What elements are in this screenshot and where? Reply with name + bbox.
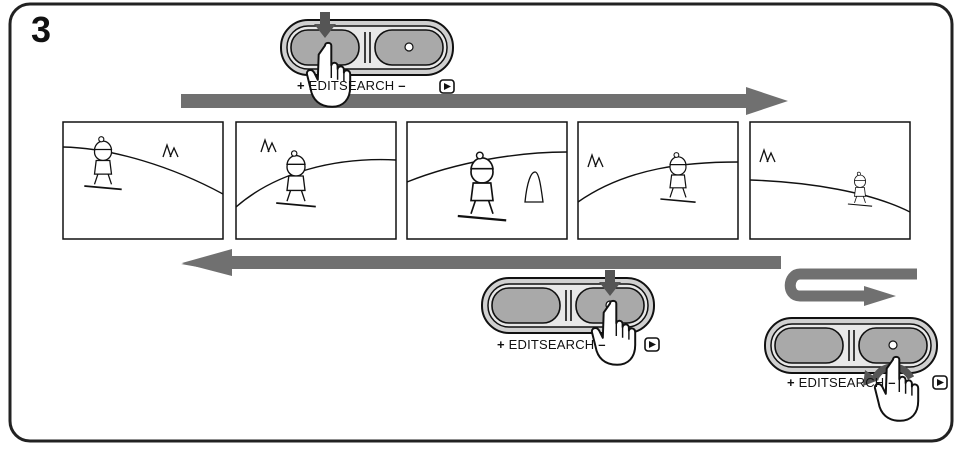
outer-border bbox=[8, 2, 954, 443]
arrow-left bbox=[181, 249, 781, 276]
minus-sign: – bbox=[888, 375, 896, 390]
skier-figure bbox=[457, 151, 507, 222]
skier-figure bbox=[847, 171, 873, 207]
switch-label-1: + EDITSEARCH – bbox=[297, 78, 406, 93]
search-plus-button[interactable] bbox=[491, 287, 561, 324]
arrow-right bbox=[181, 87, 788, 115]
switch-divider bbox=[364, 32, 371, 63]
tree-icon bbox=[524, 171, 544, 203]
film-frame bbox=[62, 121, 224, 240]
switch-label-3: + EDITSEARCH – bbox=[787, 375, 896, 390]
play-search-icon bbox=[932, 375, 948, 390]
skier-figure bbox=[84, 136, 122, 191]
step-number: 3 bbox=[31, 9, 52, 50]
minus-dot-icon bbox=[888, 340, 898, 350]
edit-search-label: EDITSEARCH bbox=[798, 375, 885, 390]
skier-figure bbox=[276, 150, 316, 208]
switch-divider bbox=[565, 290, 572, 321]
edit-search-switch[interactable] bbox=[280, 12, 455, 108]
switch-group bbox=[280, 12, 948, 422]
film-frame bbox=[406, 121, 568, 240]
minus-sign: – bbox=[598, 337, 606, 352]
edit-search-label: EDITSEARCH bbox=[308, 78, 395, 93]
plus-sign: + bbox=[497, 337, 505, 352]
edit-search-label: EDITSEARCH bbox=[508, 337, 595, 352]
press-arrow-icon bbox=[599, 270, 621, 296]
search-plus-button[interactable] bbox=[774, 327, 844, 364]
frame-strip bbox=[62, 121, 911, 240]
edit-search-switch[interactable] bbox=[764, 317, 948, 422]
switch-label-2: + EDITSEARCH – bbox=[497, 337, 606, 352]
skier-figure bbox=[660, 152, 696, 203]
edit-search-switch[interactable] bbox=[481, 270, 660, 366]
film-frame bbox=[749, 121, 911, 240]
tree-icon bbox=[587, 152, 604, 168]
minus-sign: – bbox=[398, 78, 406, 93]
tree-icon bbox=[260, 137, 277, 153]
film-frame bbox=[235, 121, 397, 240]
tree-icon bbox=[759, 147, 776, 163]
tree-icon bbox=[162, 142, 179, 158]
play-search-icon bbox=[644, 337, 660, 352]
release-arrow-head-icon bbox=[863, 370, 879, 386]
switch-divider bbox=[848, 330, 855, 361]
play-search-icon bbox=[439, 79, 455, 94]
minus-dot-icon bbox=[404, 42, 414, 52]
plus-sign: + bbox=[787, 375, 795, 390]
press-arrow-icon bbox=[314, 12, 336, 38]
arrow-uturn bbox=[784, 268, 917, 306]
plus-sign: + bbox=[297, 78, 305, 93]
film-frame bbox=[577, 121, 739, 240]
